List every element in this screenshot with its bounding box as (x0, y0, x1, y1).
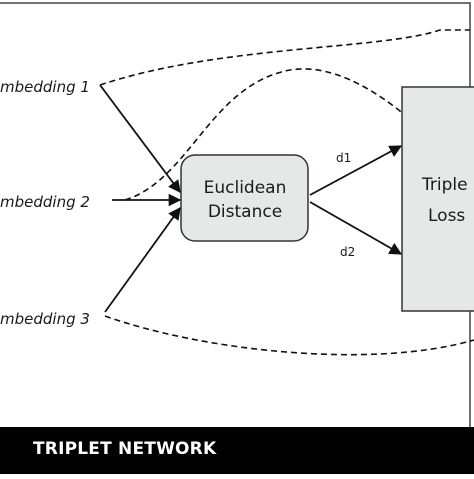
arrow-embedding-1 (99, 84, 181, 194)
footer-banner: TRIPLET NETWORK (0, 427, 474, 474)
embedding-1-label: mbedding 1 (0, 78, 90, 96)
loss-node-line2: Loss (428, 206, 465, 226)
arrow-d2 (309, 201, 403, 255)
edge-label-d2: d2 (340, 245, 355, 259)
footer-title: TRIPLET NETWORK (33, 439, 217, 459)
arrow-d1 (309, 145, 403, 196)
edge-label-d1: d1 (336, 151, 351, 165)
embedding-3-label: mbedding 3 (0, 310, 90, 328)
embedding-2-label: mbedding 2 (0, 193, 90, 211)
dashed-path-3 (104, 315, 474, 356)
distance-node-line1: Euclidean (204, 178, 287, 198)
dashed-path-1 (99, 29, 470, 86)
triplet-loss-node (401, 86, 474, 312)
loss-node-line1: Triple (421, 175, 468, 195)
euclidean-distance-node (180, 154, 309, 242)
arrow-embedding-3 (104, 206, 181, 313)
distance-node-line2: Distance (208, 202, 282, 222)
